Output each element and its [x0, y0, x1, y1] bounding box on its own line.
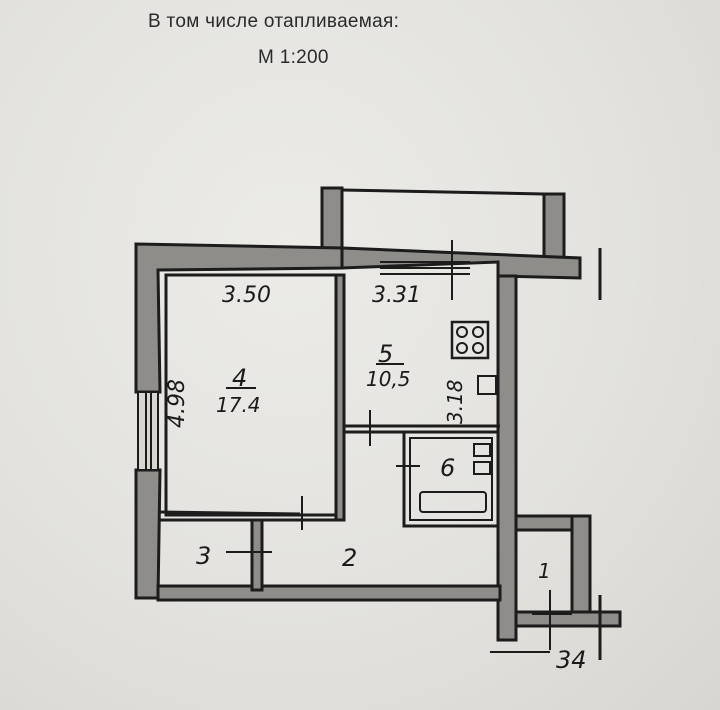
room-5-width: 3.31 — [372, 283, 421, 308]
room-5-area: 10,5 — [366, 367, 411, 391]
room-2-number: 2 — [342, 544, 357, 572]
outer-walls — [134, 242, 582, 642]
heated-area-caption: В том числе отапливаемая: — [148, 11, 400, 32]
scale-label: М 1:200 — [258, 47, 329, 68]
room-6-walls — [396, 430, 500, 528]
stove-icon — [450, 320, 490, 360]
room-5-walls — [344, 320, 500, 446]
room-4-length: 4.98 — [165, 379, 190, 428]
room-3-number: 3 — [196, 542, 211, 570]
room-4-walls — [159, 273, 346, 530]
room-1-walls — [490, 514, 622, 653]
room-4-width: 3.50 — [222, 283, 271, 308]
sink-icon — [477, 375, 497, 395]
window-left — [137, 391, 159, 471]
room-1-number: 1 — [538, 559, 551, 583]
room-4-number: 4 — [232, 364, 247, 392]
room-3-walls — [226, 518, 272, 592]
bathtub-icon — [419, 491, 487, 513]
room-5-number: 5 — [378, 340, 393, 368]
kitchen-window — [380, 240, 470, 300]
room-5-length: 3.18 — [443, 379, 467, 424]
room-6-number: 6 — [440, 454, 455, 482]
room-4-area: 17.4 — [216, 393, 261, 417]
apartment-number: 34 — [556, 646, 587, 674]
balcony — [320, 186, 566, 260]
washbasin-icon — [473, 443, 491, 475]
